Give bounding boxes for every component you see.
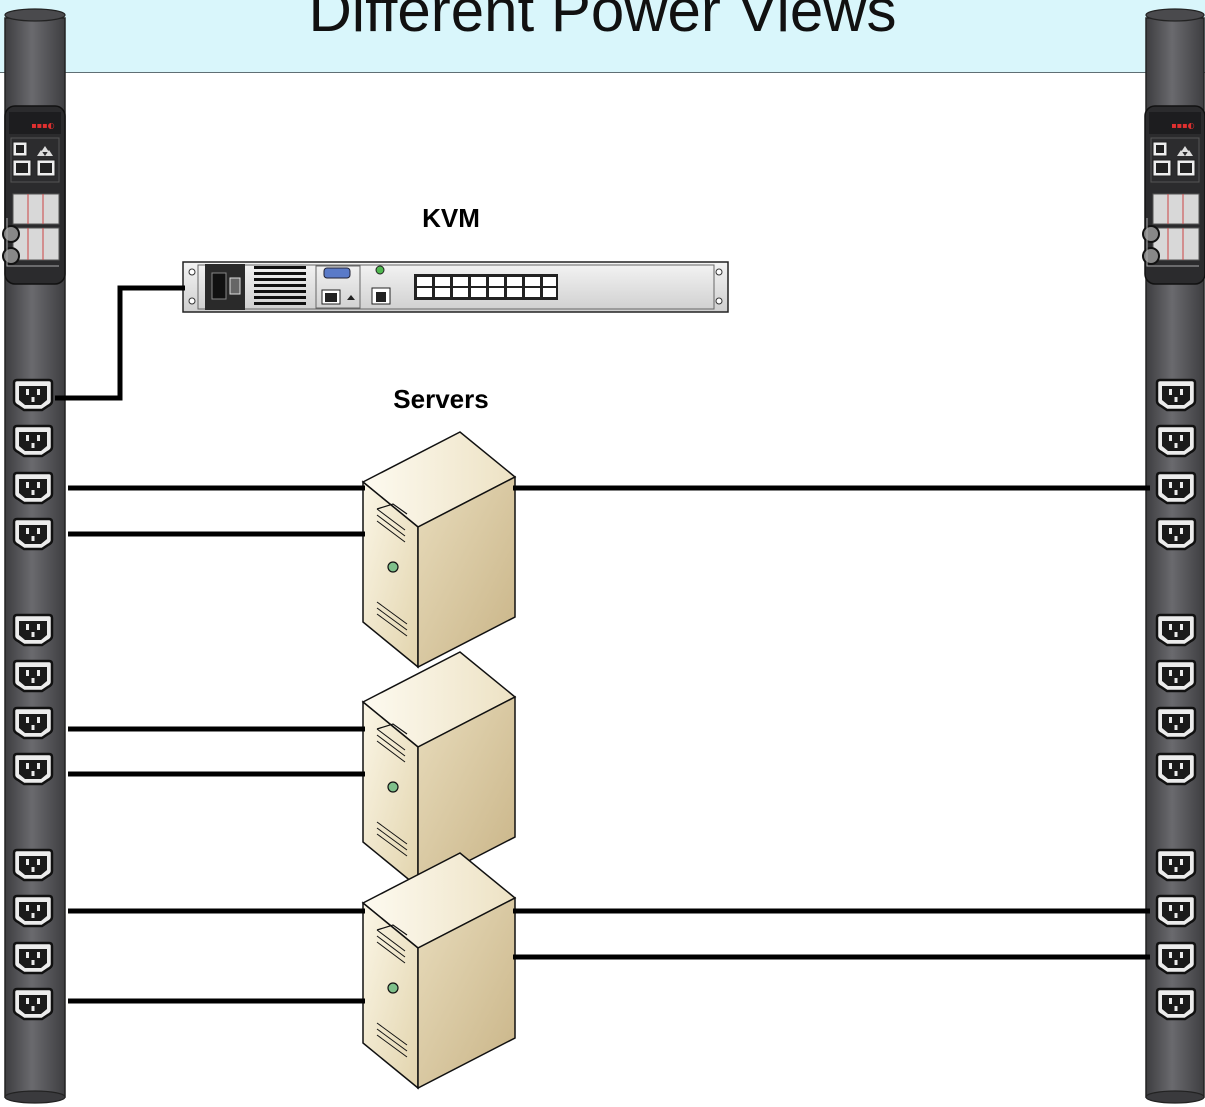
outlet-icon xyxy=(12,941,54,975)
outlet-icon xyxy=(12,613,54,647)
kvm-label: KVM xyxy=(422,203,480,233)
outlet-icon xyxy=(1155,471,1197,505)
title-band xyxy=(0,0,1205,73)
servers-label: Servers xyxy=(393,384,489,414)
outlet-icon xyxy=(12,471,54,505)
outlet-icon xyxy=(1155,752,1197,786)
outlet-icon xyxy=(12,894,54,928)
outlet-icon xyxy=(12,378,54,412)
outlet-icon xyxy=(12,424,54,458)
outlet-icon xyxy=(1155,424,1197,458)
outlet-icon xyxy=(1155,517,1197,551)
outlet-icon xyxy=(12,987,54,1021)
outlet-icon xyxy=(1155,941,1197,975)
server-3 xyxy=(362,852,516,1089)
outlet-icon xyxy=(12,848,54,882)
outlet-icon xyxy=(1155,706,1197,740)
outlet-icon xyxy=(1155,378,1197,412)
outlet-icon xyxy=(1155,987,1197,1021)
outlet-icon xyxy=(12,659,54,693)
kvm-switch xyxy=(182,261,729,313)
outlet-icon xyxy=(12,517,54,551)
server-1 xyxy=(362,431,516,668)
outlet-icon xyxy=(1155,894,1197,928)
pdu-left xyxy=(2,8,66,1104)
power-cables xyxy=(55,285,1150,1004)
outlet-icon xyxy=(12,706,54,740)
outlet-icon xyxy=(12,752,54,786)
server-2 xyxy=(362,651,516,888)
outlet-icon xyxy=(1155,848,1197,882)
slide-title: Different Power Views xyxy=(308,0,897,44)
pdu-right xyxy=(1142,8,1205,1104)
outlet-icon xyxy=(1155,613,1197,647)
outlet-icon xyxy=(1155,659,1197,693)
